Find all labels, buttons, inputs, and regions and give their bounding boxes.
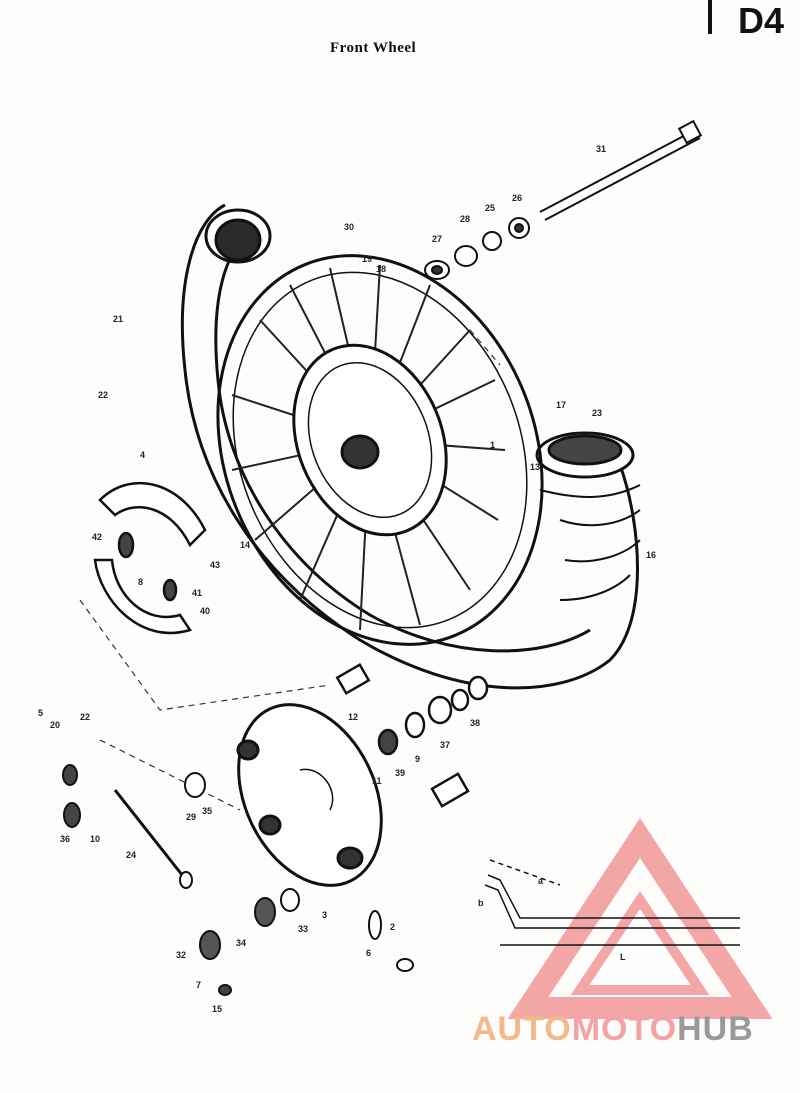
- callout-label: 31: [596, 144, 606, 154]
- callout-label: 7: [196, 980, 201, 990]
- callout-label: 20: [50, 720, 60, 730]
- wheel-rim: [216, 254, 544, 646]
- callout-label: a: [538, 876, 544, 886]
- callout-label: 35: [202, 806, 212, 816]
- callout-label: 42: [92, 532, 102, 542]
- callout-label: 19: [362, 254, 372, 264]
- callout-label: b: [478, 898, 484, 908]
- callout-label: 37: [440, 740, 450, 750]
- callout-label: 26: [512, 193, 522, 203]
- callout-label: 12: [348, 712, 358, 722]
- watermark-part-auto: AUTO: [472, 1010, 572, 1048]
- watermark-part-hub: HUB: [677, 1010, 754, 1048]
- page-code: D4: [738, 0, 785, 41]
- callout-label: L: [620, 952, 626, 962]
- callout-label: 22: [80, 712, 90, 722]
- watermark-brand-text: AUTOMOTOHUB: [472, 1010, 754, 1049]
- callout-label: 23: [592, 408, 602, 418]
- axle-end-parts: [335, 662, 489, 808]
- callout-label: 18: [376, 264, 386, 274]
- callout-label: 11: [372, 776, 382, 786]
- page-code-bar: [708, 0, 712, 34]
- callout-label: 3: [322, 910, 327, 920]
- callout-labels: 31 30 27 28 25 26 19 18 21 22 4 14 1 17 …: [38, 144, 656, 1014]
- callout-label: 39: [395, 768, 405, 778]
- watermark-part-moto: MOTO: [571, 1010, 678, 1048]
- callout-label: 6: [366, 948, 371, 958]
- callout-label: 27: [432, 234, 442, 244]
- axle-shaft: [539, 119, 703, 221]
- callout-label: 29: [186, 812, 196, 822]
- brake-panel: [236, 703, 383, 887]
- callout-label: 5: [38, 708, 43, 718]
- callout-label: 16: [646, 550, 656, 560]
- callout-label: 32: [176, 950, 186, 960]
- callout-label: 8: [138, 577, 143, 587]
- callout-label: 22: [98, 390, 108, 400]
- dimension-inset: [484, 859, 740, 946]
- callout-label: 10: [90, 834, 100, 844]
- watermark-logo: [507, 818, 773, 1019]
- callout-label: 33: [298, 924, 308, 934]
- callout-label: 28: [460, 214, 470, 224]
- brake-hardware: [62, 764, 414, 996]
- callout-label: 25: [485, 203, 495, 213]
- callout-label: 13: [530, 462, 540, 472]
- callout-label: 17: [556, 400, 566, 410]
- brake-shoes: [93, 481, 207, 635]
- callout-label: 30: [344, 222, 354, 232]
- callout-label: 36: [60, 834, 70, 844]
- callout-label: 43: [210, 560, 220, 570]
- callout-label: 34: [236, 938, 246, 948]
- callout-label: 15: [212, 1004, 222, 1014]
- wheel-hub: [292, 343, 448, 537]
- callout-label: 1: [490, 440, 495, 450]
- callout-label: 38: [470, 718, 480, 728]
- bearing-set-upper: [424, 217, 530, 280]
- front-fender: [180, 203, 641, 690]
- callout-label: 4: [140, 450, 145, 460]
- callout-label: 2: [390, 922, 395, 932]
- assembly-guides: [79, 329, 501, 811]
- callout-label: 40: [200, 606, 210, 616]
- callout-label: 9: [415, 754, 420, 764]
- callout-label: 14: [240, 540, 250, 550]
- callout-label: 21: [113, 314, 123, 324]
- callout-label: 41: [192, 588, 202, 598]
- page-title: Front Wheel: [330, 40, 417, 56]
- callout-label: 24: [126, 850, 136, 860]
